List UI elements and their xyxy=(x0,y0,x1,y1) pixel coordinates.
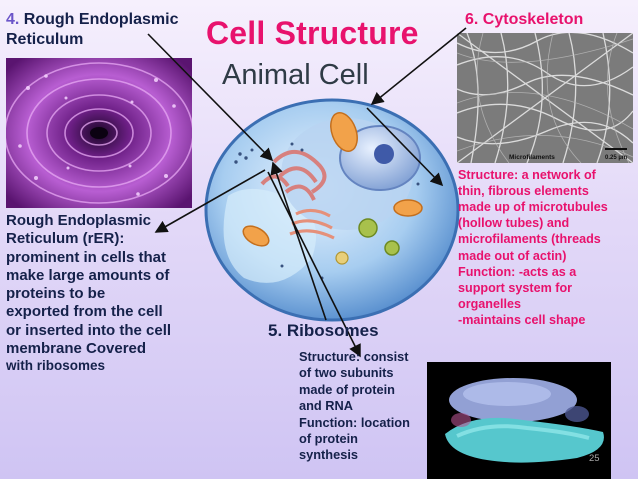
cyto-desc-line: made up of microtubules xyxy=(458,200,608,215)
slide-subtitle: Animal Cell xyxy=(222,59,369,91)
slide-title: Cell Structure xyxy=(206,15,419,51)
ribo-desc-line: of two subunits xyxy=(299,365,394,381)
cyto-desc-line: Function: -acts as a xyxy=(458,264,577,279)
ribo-desc-line: synthesis xyxy=(299,447,359,463)
cyto-desc-line: microfilaments (threads xyxy=(458,232,601,247)
cyto-desc-line: (hollow tubes) and xyxy=(458,216,570,231)
arrow-cyto-desc xyxy=(366,107,444,187)
cyto-desc-line: Structure: a network of xyxy=(458,168,596,182)
cyto-desc-line: thin, fibrous elements xyxy=(458,184,589,199)
ribo-desc-line: made of protein xyxy=(299,381,395,397)
rough-er-desc-line: exported from the cell xyxy=(6,303,163,321)
rough-er-micrograph xyxy=(6,58,192,208)
scale-bar-label: 0.25 µm xyxy=(605,155,627,161)
cyto-desc-line: made out of actin) xyxy=(458,248,567,263)
rough-er-desc-line: prominent in cells that xyxy=(6,248,167,266)
arrow-ribo-desc xyxy=(267,171,361,358)
cytoskeleton-description: Structure: a network of thin, fibrous el… xyxy=(458,167,634,328)
ribosomes-description: Structure: consist of two subunits made … xyxy=(299,349,429,464)
rough-er-desc-line: Reticulum (rER): xyxy=(6,230,125,248)
rough-er-number: 4. xyxy=(6,11,20,28)
ribosomes-heading: 5. Ribosomes xyxy=(268,321,379,340)
ribo-desc-line: Function: location xyxy=(299,414,410,430)
cyto-desc-line: support system for xyxy=(458,280,573,295)
arrow-ribo-to-cell xyxy=(270,161,327,321)
arrow-cyto-to-cell xyxy=(370,27,467,106)
rough-er-desc-line: make large amounts of xyxy=(6,266,170,284)
cyto-desc-line: organelles xyxy=(458,296,521,311)
arrow-er-to-cell xyxy=(147,33,274,162)
ribo-desc-line: and RNA xyxy=(299,398,354,414)
rough-er-heading: 4. Rough Endoplasmic Reticulum xyxy=(6,10,178,49)
rough-er-desc-line: or inserted into the cell xyxy=(6,321,172,339)
cyto-desc-line: -maintains cell shape xyxy=(458,312,586,327)
rough-er-heading-line1: Rough Endoplasmic xyxy=(23,11,179,28)
rough-er-desc-line: Rough Endoplasmic xyxy=(6,212,152,229)
cytoskeleton-heading: 6. Cytoskeleton xyxy=(465,11,584,28)
ribo-desc-line: Structure: consist xyxy=(299,349,409,364)
rough-er-heading-line2: Reticulum xyxy=(6,30,84,48)
rough-er-description: Rough Endoplasmic Reticulum (rER): promi… xyxy=(6,212,192,375)
ribo-desc-line: of protein xyxy=(299,430,358,446)
slide-number: 25 xyxy=(589,453,600,464)
arrow-er-desc xyxy=(154,169,266,233)
rough-er-desc-line: proteins to be xyxy=(6,285,106,303)
cytoskeleton-micrograph: Microfilaments 0.25 µm xyxy=(457,33,633,163)
micrograph-label: Microfilaments xyxy=(509,154,555,161)
ribosome-model-image xyxy=(427,362,611,479)
rough-er-desc-last: with ribosomes xyxy=(6,358,106,374)
rough-er-desc-line: membrane Covered xyxy=(6,340,147,358)
